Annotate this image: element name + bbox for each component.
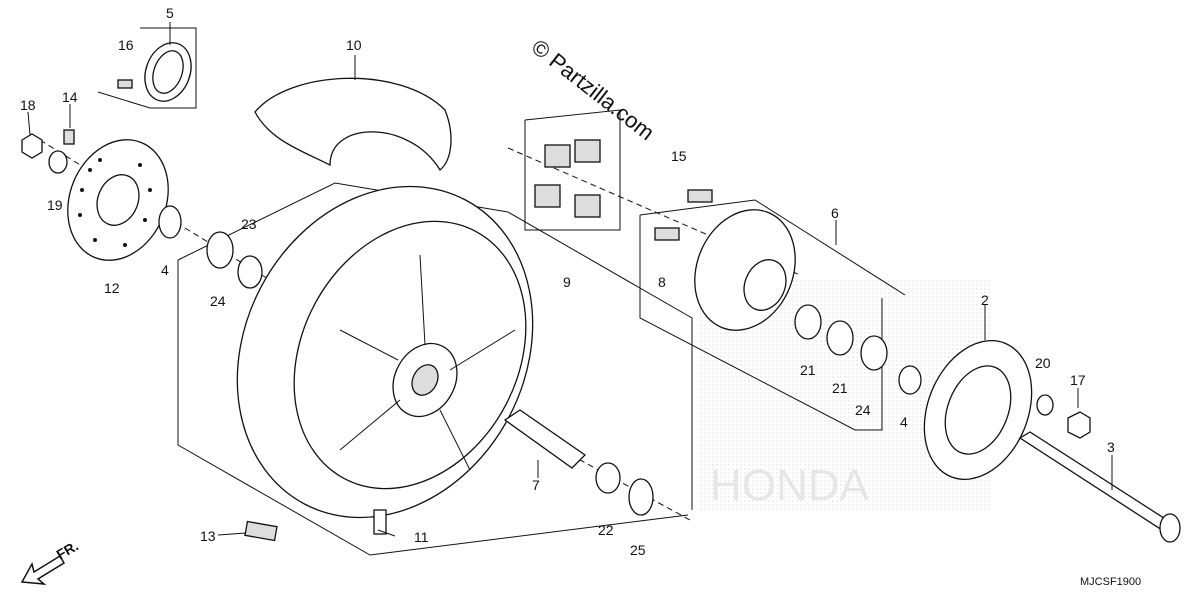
callout-21-b: 21 (832, 380, 848, 396)
callout-23: 23 (241, 216, 257, 232)
front-arrow: FR. (20, 537, 81, 585)
fasteners (21, 129, 263, 289)
callout-22: 22 (598, 522, 614, 538)
tire (254, 77, 452, 171)
callout-15: 15 (671, 148, 687, 164)
hub-damper (534, 139, 601, 218)
callout-16: 16 (118, 37, 134, 53)
callout-14: 14 (62, 89, 78, 105)
callout-18: 18 (20, 97, 36, 113)
callout-24-left: 24 (210, 293, 226, 309)
callout-11: 11 (414, 529, 429, 545)
callout-19: 19 (47, 197, 63, 213)
callout-numbers: 5 16 18 14 19 12 4 23 24 10 15 6 9 8 2 2… (20, 5, 1115, 558)
flange-bearings (794, 304, 922, 395)
callout-5: 5 (166, 5, 174, 21)
callout-12: 12 (104, 280, 120, 296)
sprocket (923, 340, 1033, 480)
callout-25: 25 (630, 542, 646, 558)
callout-3: 3 (1107, 439, 1115, 455)
driven-flange (654, 189, 796, 331)
callout-8: 8 (658, 274, 666, 290)
brake-disc (67, 139, 169, 261)
callout-2: 2 (981, 292, 989, 308)
watermark: © Partzilla.com (527, 34, 659, 145)
callout-13: 13 (200, 528, 216, 544)
leader-lines (27, 22, 1113, 537)
callout-20: 20 (1035, 355, 1051, 371)
callout-9: 9 (563, 274, 571, 290)
axle-and-nut (1018, 394, 1181, 543)
callout-24-right: 24 (855, 402, 871, 418)
callout-4-right: 4 (900, 414, 908, 430)
wheel (236, 185, 534, 519)
pulser-ring-inset (117, 42, 192, 102)
diagram-code: MJCSF1900 (1080, 576, 1141, 588)
callout-21-a: 21 (800, 362, 816, 378)
front-arrow-icon (20, 554, 66, 585)
callout-7: 7 (532, 477, 540, 493)
callout-6: 6 (831, 205, 839, 221)
callout-10: 10 (346, 37, 362, 53)
callout-4-left: 4 (161, 262, 169, 278)
svg-text:HONDA: HONDA (710, 461, 870, 510)
callout-17: 17 (1070, 372, 1086, 388)
axle-side-parts (244, 409, 654, 542)
